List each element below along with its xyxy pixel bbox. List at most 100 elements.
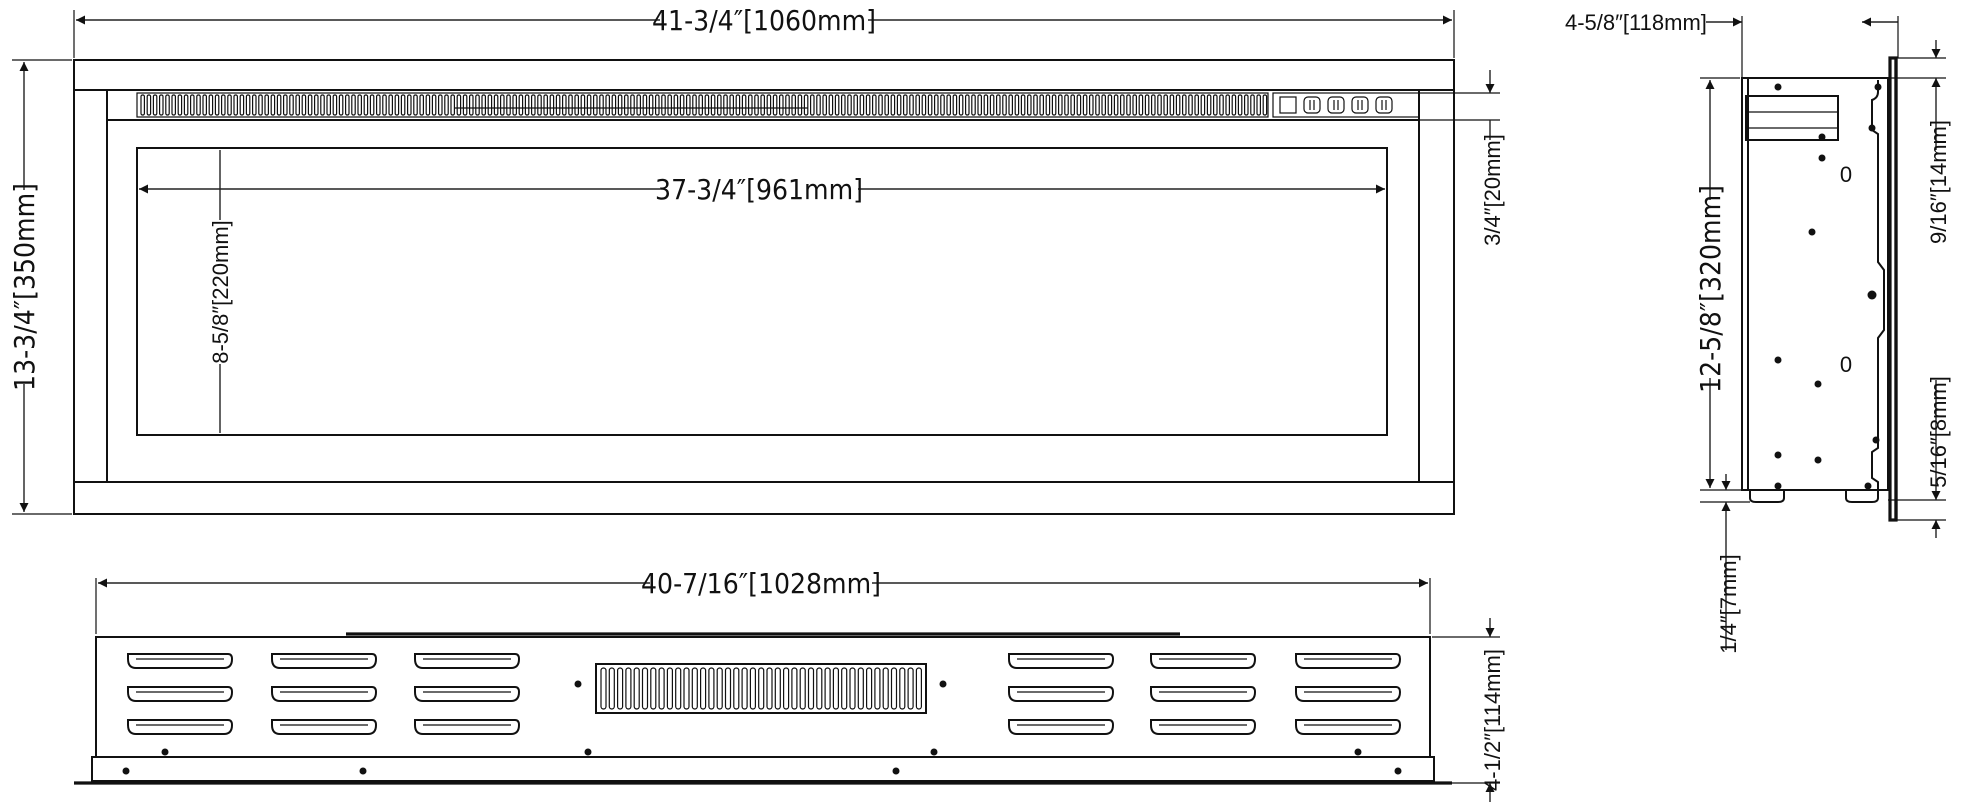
vent-slat (1157, 94, 1162, 116)
ventilation-slot (1150, 653, 1257, 669)
vent-slat (1095, 94, 1100, 116)
screw-hole (1354, 748, 1362, 756)
vent-slat (964, 94, 970, 116)
grille-slat (650, 667, 657, 710)
front-height-label: 13-3/4″[350mm] (8, 183, 41, 391)
vent-slat (909, 94, 914, 116)
grille-slat (882, 667, 889, 710)
grille-slat (807, 667, 815, 710)
vent-slat (636, 94, 642, 116)
screw-hole (1864, 482, 1872, 490)
vent-slat (803, 94, 809, 116)
vent-slat (1002, 94, 1007, 116)
top-view-grille (600, 667, 923, 710)
screw-hole (584, 748, 592, 756)
screw-hole (359, 767, 367, 775)
vent-slat (202, 94, 208, 116)
grille-slat (625, 667, 632, 710)
top-view-slots (127, 653, 1402, 735)
grille-slat (699, 667, 707, 710)
grille-slat (683, 667, 690, 710)
grille-slat (641, 667, 649, 710)
vent-slat (1020, 94, 1026, 116)
vent-slat (530, 94, 536, 116)
screw-hole (1394, 767, 1402, 775)
screw-hole (574, 680, 582, 688)
vent-slat (475, 94, 480, 116)
vent-slat (692, 94, 697, 116)
vent-slat (549, 94, 555, 116)
vent-slat (809, 94, 815, 116)
screw-hole (122, 767, 130, 775)
vent-slat (710, 94, 716, 116)
vent-slat (506, 94, 511, 116)
grille-slat (749, 667, 757, 710)
vent-slat (283, 94, 288, 116)
vent-slat (1008, 94, 1014, 116)
vent-slat (958, 94, 964, 116)
grille-slat (766, 667, 773, 710)
ventilation-slot (414, 653, 521, 669)
vent-slat (1188, 94, 1193, 116)
vent-slat (413, 94, 418, 116)
front-top-vent-grille (136, 92, 1269, 118)
ventilation-slot (127, 719, 234, 735)
screw-hole (1774, 451, 1782, 459)
vent-slat (351, 94, 356, 116)
vent-slat (221, 94, 226, 116)
vent-slat (698, 94, 704, 116)
ventilation-slot (127, 653, 234, 669)
vent-slat (450, 94, 456, 116)
vent-slat (245, 94, 251, 116)
screw-hole (1868, 124, 1876, 132)
vent-slat (183, 94, 189, 116)
ventilation-slot (1008, 653, 1115, 669)
vent-slat (394, 94, 400, 116)
side-mark-1: 0 (1840, 162, 1852, 187)
vent-slat (1132, 94, 1138, 116)
foot-label: 1/4″[7mm] (1716, 554, 1741, 653)
vent-slat (431, 94, 437, 116)
grille-slat (841, 667, 848, 710)
glass-width-label: 37-3/4″[961mm] (655, 173, 863, 206)
vent-slat (196, 94, 201, 116)
vent-slat (264, 94, 270, 116)
glass-viewing-area (136, 147, 1388, 436)
vent-slat (369, 94, 375, 116)
grille-slat (899, 667, 906, 710)
vent-slat (611, 94, 617, 116)
vent-slat (1057, 94, 1063, 116)
vent-slat (754, 94, 759, 116)
vent-slat (227, 94, 232, 116)
control-panel (1272, 92, 1420, 118)
vent-slat (648, 94, 654, 116)
vent-slat (654, 94, 660, 116)
screw-hole (1814, 456, 1822, 464)
vent-slat (840, 94, 846, 116)
vent-slat (295, 94, 301, 116)
vent-slat (301, 94, 307, 116)
vent-slat (1144, 94, 1150, 116)
grille-slat (758, 667, 765, 710)
vent-slat (1175, 94, 1181, 116)
vent-slat (159, 94, 164, 116)
vent-slat (797, 94, 803, 116)
vent-slat (1026, 94, 1032, 116)
top-view: 40-7/16″[1028mm] 4-1/2″[114mm] (74, 567, 1505, 802)
grille-slat (865, 667, 873, 710)
bracket-bottom-label: 5/16″[8mm] (1926, 376, 1951, 488)
top-view-grille-frame (595, 663, 927, 714)
vent-slat (1231, 94, 1237, 116)
vent-slat (190, 94, 195, 116)
vent-slat (1200, 94, 1206, 116)
vent-slat (214, 94, 220, 116)
vent-slat (462, 94, 468, 116)
vent-slat (1076, 94, 1082, 116)
vent-slat (915, 94, 921, 116)
front-outer-frame (73, 59, 1455, 515)
vent-slat (723, 94, 728, 116)
vent-slat (320, 94, 325, 116)
vent-slat (165, 94, 170, 116)
vent-slat (407, 94, 412, 116)
